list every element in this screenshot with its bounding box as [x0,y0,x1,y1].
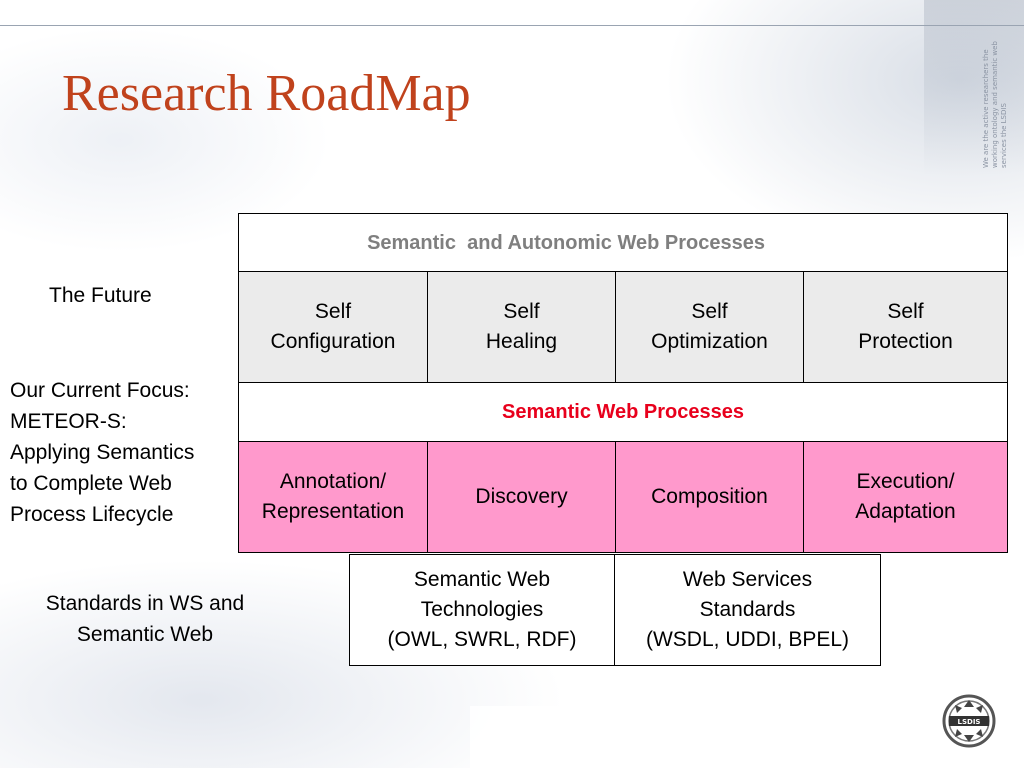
label-current-focus-line: Process Lifecycle [10,503,174,526]
corner-decoration-text: We are the active researchers the workin… [982,41,1008,168]
self-protection-cell: Self Protection [802,271,1009,383]
roadmap-header-cell: Semantic and Autonomic Web Processes [237,213,1009,272]
web-services-standards-cell: Web Services Standards (WSDL, UDDI, BPEL… [614,554,881,666]
cell-line: Annotation/ [279,470,387,493]
cell-line: Discovery [475,485,568,508]
cell-line: (WSDL, UDDI, BPEL) [645,628,850,651]
roadmap-header-text: Semantic and Autonomic Web Processes [367,231,765,254]
cell-line: (OWL, SWRL, RDF) [387,628,577,651]
self-configuration-cell: Self Configuration [238,271,428,383]
cell-line: Web Services [682,568,813,591]
cell-line: Self [314,300,352,323]
cell-line: Self [887,300,924,323]
cell-line: Semantic Web [413,568,551,591]
cell-line: Composition [651,485,768,508]
roadmap-table: Semantic and Autonomic Web Processes Sel… [237,213,1009,553]
label-current-focus-line: to Complete Web [10,472,172,495]
composition-cell: Composition [615,441,804,553]
semantic-web-processes-text: Semantic Web Processes [502,401,744,423]
lsdis-logo-icon: LSDIS [942,694,996,748]
semantic-web-technologies-cell: Semantic Web Technologies (OWL, SWRL, RD… [349,554,615,666]
label-current-focus-line: METEOR-S: [10,410,127,433]
lifecycle-row: Annotation/ Representation Discovery Com… [238,441,1009,553]
cell-line: Self [503,300,540,323]
self-optimization-cell: Self Optimization [615,271,804,383]
execution-cell: Execution/ Adaptation [802,441,1009,553]
standards-table: Semantic Web Technologies (OWL, SWRL, RD… [349,554,881,666]
label-current-focus: Our Current Focus: METEOR-S: Applying Se… [10,375,194,530]
label-current-focus-line: Our Current Focus: [10,379,190,402]
cell-line: Representation [261,500,405,523]
label-standards: Standards in WS and Semantic Web [20,588,270,650]
cell-line: Technologies [420,598,544,621]
cell-line: Adaptation [855,500,956,523]
standards-row: Semantic Web Technologies (OWL, SWRL, RD… [349,554,881,666]
cell-line: Protection [858,330,953,353]
discovery-cell: Discovery [427,441,616,553]
bottom-panel [470,706,1024,768]
roadmap-header-row: Semantic and Autonomic Web Processes [237,213,1009,272]
corner-decoration [924,0,1024,175]
cell-line: Standards [699,598,796,621]
top-rule [0,25,1024,26]
annotation-cell: Annotation/ Representation [238,441,428,553]
cell-line: Optimization [651,330,768,353]
cell-line: Execution/ [856,470,955,493]
cell-line: Self [691,300,728,323]
semantic-web-processes-cell: Semantic Web Processes [237,382,1009,442]
label-future: The Future [49,284,152,307]
cell-line: Healing [485,330,558,353]
label-current-focus-line: Applying Semantics [10,441,195,464]
slide-title: Research RoadMap [62,65,471,122]
label-standards-line: Semantic Web [76,623,214,646]
cell-line: Configuration [270,330,396,353]
self-healing-cell: Self Healing [427,271,616,383]
self-row: Self Configuration Self Healing Self Opt… [238,271,1009,383]
label-standards-line: Standards in WS and [45,592,245,615]
lsdis-logo-text: LSDIS [958,718,981,726]
semantic-web-processes-row: Semantic Web Processes [237,382,1009,442]
